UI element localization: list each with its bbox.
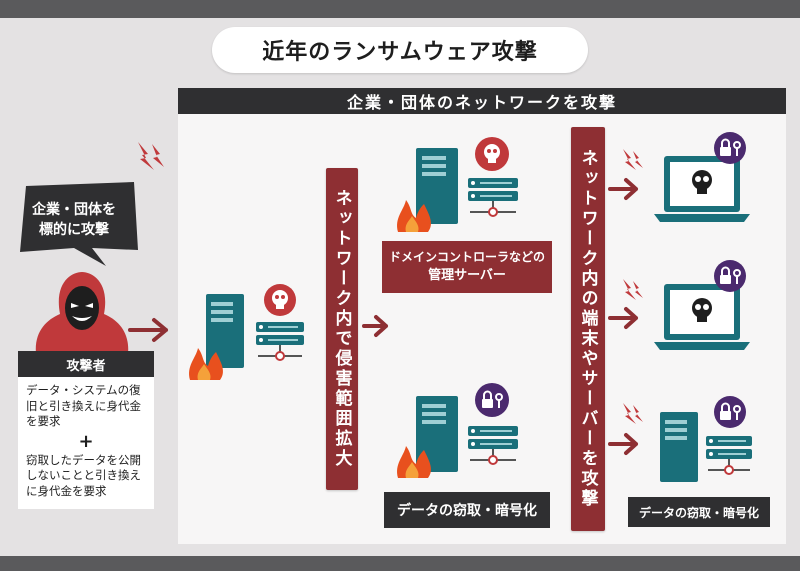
attacker-label: 攻撃者 xyxy=(18,351,154,377)
arrow-icon xyxy=(608,307,638,329)
lightning-icon xyxy=(623,403,643,424)
infected-server-icon xyxy=(189,284,304,380)
panel-header: 企業・団体のネットワークを攻撃 xyxy=(178,88,786,114)
hacker-icon xyxy=(35,272,129,354)
demand-restore: データ・システムの復旧と引き換えに身代金を要求 xyxy=(26,383,141,429)
data-steal-label-1: データの窃取・暗号化 xyxy=(384,492,550,528)
plus-sign: + xyxy=(78,430,94,452)
arrow-icon xyxy=(128,318,168,342)
arrow-icon xyxy=(608,433,638,455)
attack-bar: ネットワーク内の端末やサーバーを攻撃 xyxy=(571,127,605,531)
encrypted-server-icon xyxy=(660,396,752,482)
lightning-icon xyxy=(623,149,643,170)
encrypted-server-icon xyxy=(397,383,518,478)
lightning-icon xyxy=(623,279,643,300)
spread-bar: ネットワーク内で侵害範囲拡大 xyxy=(326,168,358,490)
arrow-icon xyxy=(608,178,638,200)
page-title: 近年のランサムウェア攻撃 xyxy=(212,27,588,73)
top-bar xyxy=(0,0,800,18)
speech-bubble xyxy=(20,182,138,266)
attacker-demands: データ・システムの復旧と引き換えに身代金を要求 + 窃取したデータを公開しないこ… xyxy=(18,377,154,509)
demand-leak: 窃取したデータを公開しないことと引き換えに身代金を要求 xyxy=(26,452,141,498)
data-steal-label-2: データの窃取・暗号化 xyxy=(628,497,770,527)
bottom-bar xyxy=(0,556,800,571)
arrow-icon xyxy=(362,315,388,337)
lightning-icon xyxy=(138,142,164,170)
domain-controller-server-icon xyxy=(397,137,518,232)
encrypted-laptop-icon xyxy=(654,260,750,350)
domain-controller-label: ドメインコントローラなどの 管理サーバー xyxy=(382,241,552,293)
bubble-text: 企業・団体を 標的に攻撃 xyxy=(32,201,116,238)
encrypted-laptop-icon xyxy=(654,132,750,222)
